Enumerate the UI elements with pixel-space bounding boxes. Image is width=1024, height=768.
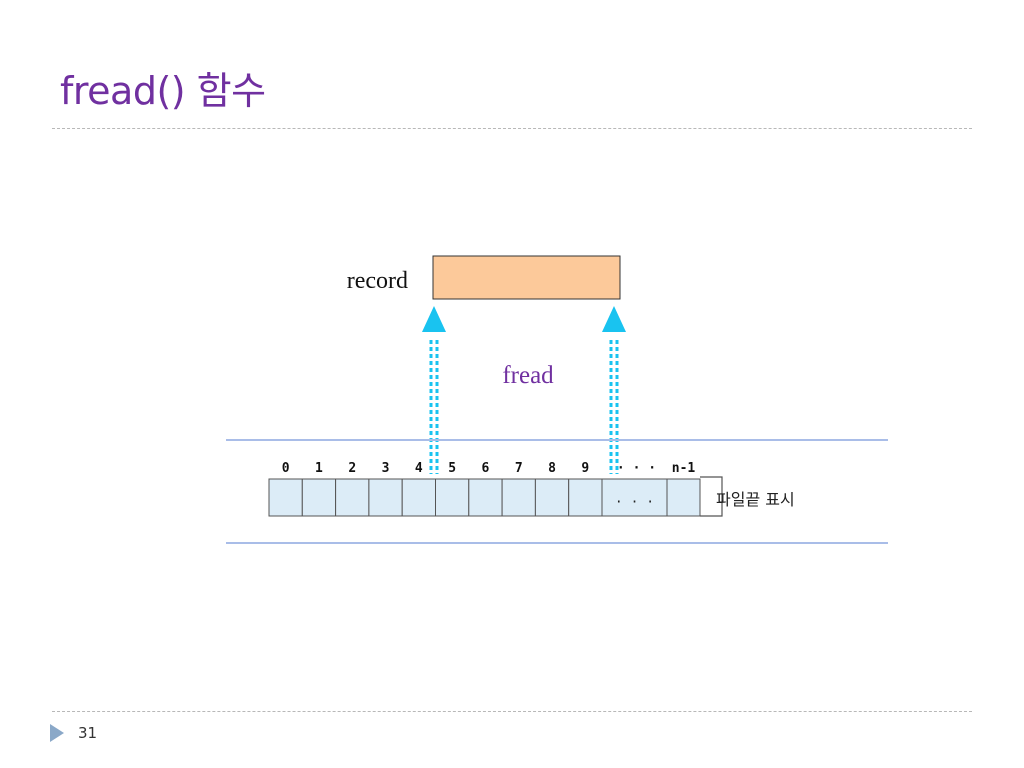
cell-index-label: 9 [581,461,589,476]
byte-cell [534,478,570,517]
byte-cells: · · · [268,478,701,517]
cell-index-labels: 0 1 2 3 4 5 6 7 8 9 · · · n-1 [282,461,696,476]
cell-index-label: 0 [282,461,290,476]
cell-index-label: · · · [617,461,656,476]
record-box [432,255,621,300]
cell-index-label: 5 [448,461,456,476]
slide-title: fread() 함수 [60,69,266,113]
byte-cell [501,478,536,517]
byte-cell [401,478,437,517]
footer-divider [52,711,972,712]
cell-index-label: 4 [415,461,423,476]
byte-cell [568,478,603,517]
right-arrow [602,306,626,474]
page-number: 31 [78,724,98,742]
byte-cell [666,478,701,517]
byte-cell [368,478,403,517]
cell-index-label: 2 [348,461,356,476]
title-divider [52,128,972,129]
byte-cell [435,478,470,517]
byte-cell [601,478,668,517]
record-label: record [347,268,408,294]
left-arrowhead [422,306,446,332]
cell-index-label: 6 [482,461,490,476]
cell-index-label: 3 [382,461,390,476]
cell-index-label: 1 [315,461,323,476]
fread-label: fread [502,362,554,389]
byte-cell [468,478,503,517]
eof-marker [700,476,723,517]
left-arrow [422,306,446,474]
cell-index-label: 7 [515,461,523,476]
byte-cell [335,478,370,517]
right-arrowhead [602,306,626,332]
ellipsis-cell-text: · · · [615,495,654,510]
eof-label: 파일끝 표시 [716,490,795,509]
footer-bullet-icon [50,724,64,742]
cell-index-label: 8 [548,461,556,476]
cell-index-label: n-1 [672,461,696,476]
byte-cell [301,478,337,517]
byte-cell [268,478,303,517]
